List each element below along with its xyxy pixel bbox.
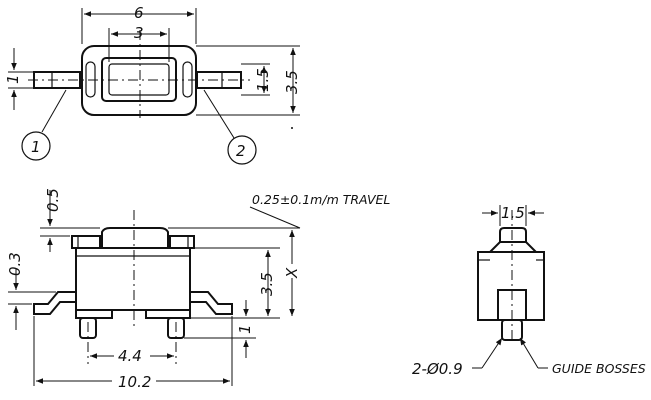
front-lead-right <box>190 291 233 315</box>
front-lead-left <box>33 291 76 315</box>
travel-note: 0.25±0.1m/m TRAVEL <box>252 192 390 207</box>
dim-top-height-inner: 1.5 <box>254 68 272 92</box>
front-body <box>75 247 191 311</box>
dim-top-pin: 1 <box>4 74 22 84</box>
dim-front-total: 10.2 <box>118 373 151 391</box>
dim-side-width: 1.5 <box>501 204 525 222</box>
dim-front-x: X <box>283 267 301 279</box>
callout-circle-2 <box>227 135 257 165</box>
side-body <box>477 251 545 321</box>
dim-front-pitch: 4.4 <box>118 347 142 365</box>
boss-diameter-label: 2-Ø0.9 <box>412 360 463 378</box>
dim-front-lead: 0.3 <box>6 252 24 276</box>
front-actuator <box>101 227 169 247</box>
callout-label-1: 1 <box>31 138 41 156</box>
side-actuator <box>499 227 527 242</box>
dim-front-top: 0.5 <box>44 188 62 212</box>
top-view: 6 3 1 1.5 3.5 1 2 <box>4 4 301 165</box>
callout-circle-1 <box>21 131 51 161</box>
front-view: 0.5 0.25±0.1m/m TRAVEL 0.3 3.5 X 1 4.4 <box>6 188 390 391</box>
top-housing <box>81 45 197 116</box>
dim-top-inner: 3 <box>134 24 144 42</box>
guide-bosses-label: GUIDE BOSSES <box>552 361 646 376</box>
side-view: 1.5 2-Ø0.9 GUIDE BOSSES <box>412 204 646 378</box>
dim-front-pin: 1 <box>236 324 254 334</box>
dim-top-height-outer: 3.5 <box>283 70 301 94</box>
callout-label-2: 2 <box>236 142 246 160</box>
dim-top-width: 6 <box>134 4 144 22</box>
dim-front-height: 3.5 <box>258 272 276 296</box>
